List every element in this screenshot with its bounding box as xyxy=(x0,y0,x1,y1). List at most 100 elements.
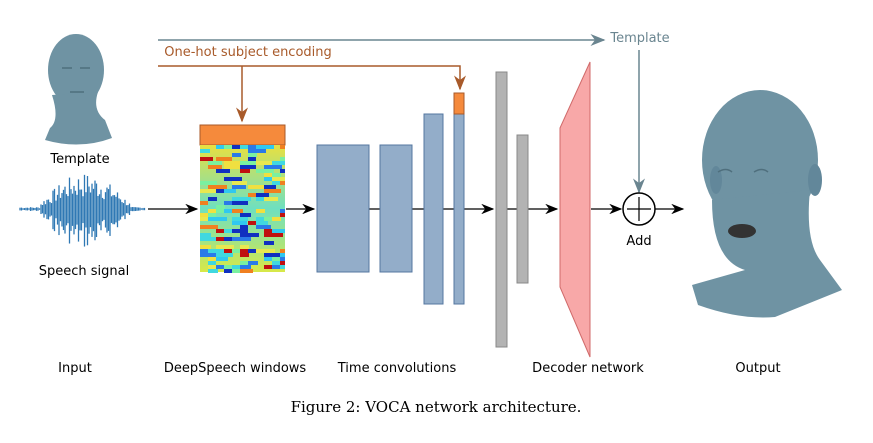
heatmap-cell xyxy=(280,145,285,149)
heatmap-cell xyxy=(272,165,282,169)
speech-signal-label: Speech signal xyxy=(38,264,130,279)
heatmap-cell xyxy=(264,217,279,221)
heatmap-cell xyxy=(280,261,285,265)
heatmap-cell xyxy=(272,257,284,261)
heatmap-cell xyxy=(232,237,251,241)
heatmap-cell xyxy=(232,185,246,189)
heatmap-cell xyxy=(264,173,277,177)
heatmap-cell xyxy=(248,153,257,157)
heatmap-cell xyxy=(264,197,278,201)
heatmap-cell xyxy=(200,157,213,161)
heatmap-cell xyxy=(272,265,285,269)
heatmap-cell xyxy=(256,169,271,173)
heatmap-cell xyxy=(256,209,265,213)
heatmap-cell xyxy=(280,249,285,253)
heatmap-cell xyxy=(248,149,266,153)
heatmap-cell xyxy=(240,245,249,249)
heatmap-cell xyxy=(200,249,215,253)
speech-waveform xyxy=(19,174,146,247)
heatmap-cell xyxy=(232,197,251,201)
heatmap-cell xyxy=(240,145,253,149)
heatmap-cell xyxy=(216,205,225,209)
heatmap-cell xyxy=(224,209,237,213)
heatmap-cell xyxy=(256,225,271,229)
conv-layer-3 xyxy=(423,113,444,305)
heatmap-cell xyxy=(200,225,218,229)
heatmap-cell xyxy=(208,213,216,217)
heatmap-cell xyxy=(216,189,229,193)
heatmap-cell xyxy=(280,169,285,173)
heatmap-cell xyxy=(208,161,222,165)
heatmap-cell xyxy=(272,161,285,165)
heatmap-cell xyxy=(200,253,209,257)
heatmap-cell xyxy=(216,169,230,173)
heatmap-cell xyxy=(272,261,285,265)
heatmap-cell xyxy=(264,165,279,169)
heatmap-cell xyxy=(264,253,280,257)
heatmap-cell xyxy=(232,221,247,225)
template-skip-label: Template xyxy=(610,31,670,46)
heatmap-cell xyxy=(232,217,248,221)
heatmap-cell xyxy=(240,233,259,237)
heatmap-cell xyxy=(256,217,266,221)
heatmap-cell xyxy=(272,217,281,221)
heatmap-cell xyxy=(256,249,275,253)
heatmap-cell xyxy=(200,189,217,193)
conv-layer-1 xyxy=(316,144,370,273)
heatmap-cell xyxy=(240,269,253,273)
heatmap-cell xyxy=(216,253,233,257)
heatmap-cell xyxy=(232,201,248,205)
heatmap-cell xyxy=(224,269,238,273)
one-hot-line xyxy=(158,65,466,91)
heatmap-cell xyxy=(200,181,217,185)
heatmap-cell xyxy=(248,185,264,189)
heatmap-cell xyxy=(224,249,238,253)
heatmap-cell xyxy=(272,229,285,233)
heatmap-cell xyxy=(208,165,222,169)
heatmap-cell xyxy=(200,245,211,249)
heatmap-cell xyxy=(248,249,256,253)
heatmap-cell xyxy=(240,225,248,229)
heatmap-cell xyxy=(216,245,234,249)
output-head-image xyxy=(692,90,842,318)
deepspeech-heatmap xyxy=(200,145,285,273)
heatmap-cell xyxy=(280,157,285,161)
heatmap-cell xyxy=(208,265,223,269)
heatmap-cell xyxy=(272,181,285,185)
heatmap-cell xyxy=(248,145,261,149)
heatmap-cell xyxy=(240,213,251,217)
stage-deepspeech: DeepSpeech windows xyxy=(163,361,307,376)
heatmap-cell xyxy=(248,221,258,225)
heatmap-cell xyxy=(264,233,283,237)
heatmap-cell xyxy=(280,257,285,261)
heatmap-cell xyxy=(240,161,258,165)
heatmap-cell xyxy=(256,161,273,165)
heatmap-cell xyxy=(232,181,247,185)
heatmap-cell xyxy=(248,261,258,265)
heatmap-cell xyxy=(208,197,217,201)
heatmap-cell xyxy=(280,265,285,269)
heatmap-cell xyxy=(208,209,221,213)
stage-output: Output xyxy=(735,361,781,376)
heatmap-cell xyxy=(216,157,232,161)
heatmap-cell xyxy=(208,253,217,257)
heatmap-cell xyxy=(200,237,214,241)
stage-time-conv: Time convolutions xyxy=(337,361,457,376)
heatmap-cell xyxy=(224,189,236,193)
heatmap-cell xyxy=(200,201,208,205)
template-input-label: Template xyxy=(50,152,110,167)
heatmap-cell xyxy=(264,169,274,173)
heatmap-cell xyxy=(208,237,219,241)
heatmap-cell xyxy=(240,265,251,269)
heatmap-cell xyxy=(224,161,239,165)
stage-input: Input xyxy=(58,361,92,376)
heatmap-cell xyxy=(240,165,256,169)
heatmap-cell xyxy=(272,173,281,177)
heatmap-cell xyxy=(280,209,285,213)
heatmap-cell xyxy=(208,261,216,265)
heatmap-cell xyxy=(232,265,244,269)
heatmap-cell xyxy=(256,221,268,225)
heatmap-cell xyxy=(256,145,274,149)
heatmap-cell xyxy=(264,177,277,181)
